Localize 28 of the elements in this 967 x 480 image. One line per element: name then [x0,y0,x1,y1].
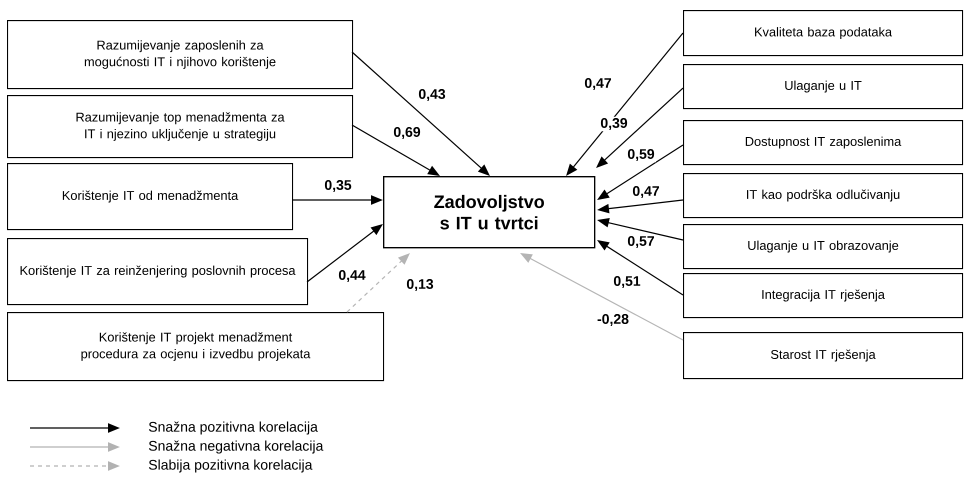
factor-box: Starost IT rješenja [683,332,964,380]
edge-label: 0,13 [405,278,435,292]
factor-box: Dostupnost IT zaposlenima [683,120,964,166]
factor-box: Korištenje IT za reinženjering poslovnih procesa [7,238,308,306]
edge-label: 0,44 [337,268,367,284]
edge-label: 0,59 [626,148,656,162]
edge-label: 0,35 [323,178,353,194]
edge-label: -0,28 [596,312,630,328]
factor-box: Razumijevanje top menadžmenta za IT i njezino uključenje u strategiju [7,95,354,158]
legend-text: Snažna negativna korelacija [148,440,324,454]
legend-text: Snažna pozitivna korelacija [148,421,318,435]
legend-text: Slabija pozitivna korelacija [148,459,312,473]
edge-label: 0,39 [599,116,629,132]
factor-box: IT kao podrška odlučivanju [683,173,964,218]
edge-label: 0,51 [612,274,642,290]
factor-box: Kvaliteta baza podataka [683,10,964,56]
factor-box: Korištenje IT projekt menadžment procedura za ocjenu i izvedbu projekata [7,312,384,382]
edge-label: 0,47 [583,76,613,92]
factor-box: Razumijevanje zaposlenih za mogućnosti IT i njihovo korištenje [7,20,354,90]
edge-label: 0,69 [392,126,422,140]
edge-label: 0,57 [626,234,656,250]
factor-box: Integracija IT rješenja [683,273,964,318]
factor-box: Ulaganje u IT obrazovanje [683,224,964,270]
edge-label: 0,47 [631,184,661,200]
edge-label: 0,43 [417,88,447,102]
factor-box: Ulaganje u IT [683,64,964,110]
factor-box: Korištenje IT od menadžmenta [7,163,294,230]
target-box: Zadovoljstvo s IT u tvrtci [383,176,596,248]
